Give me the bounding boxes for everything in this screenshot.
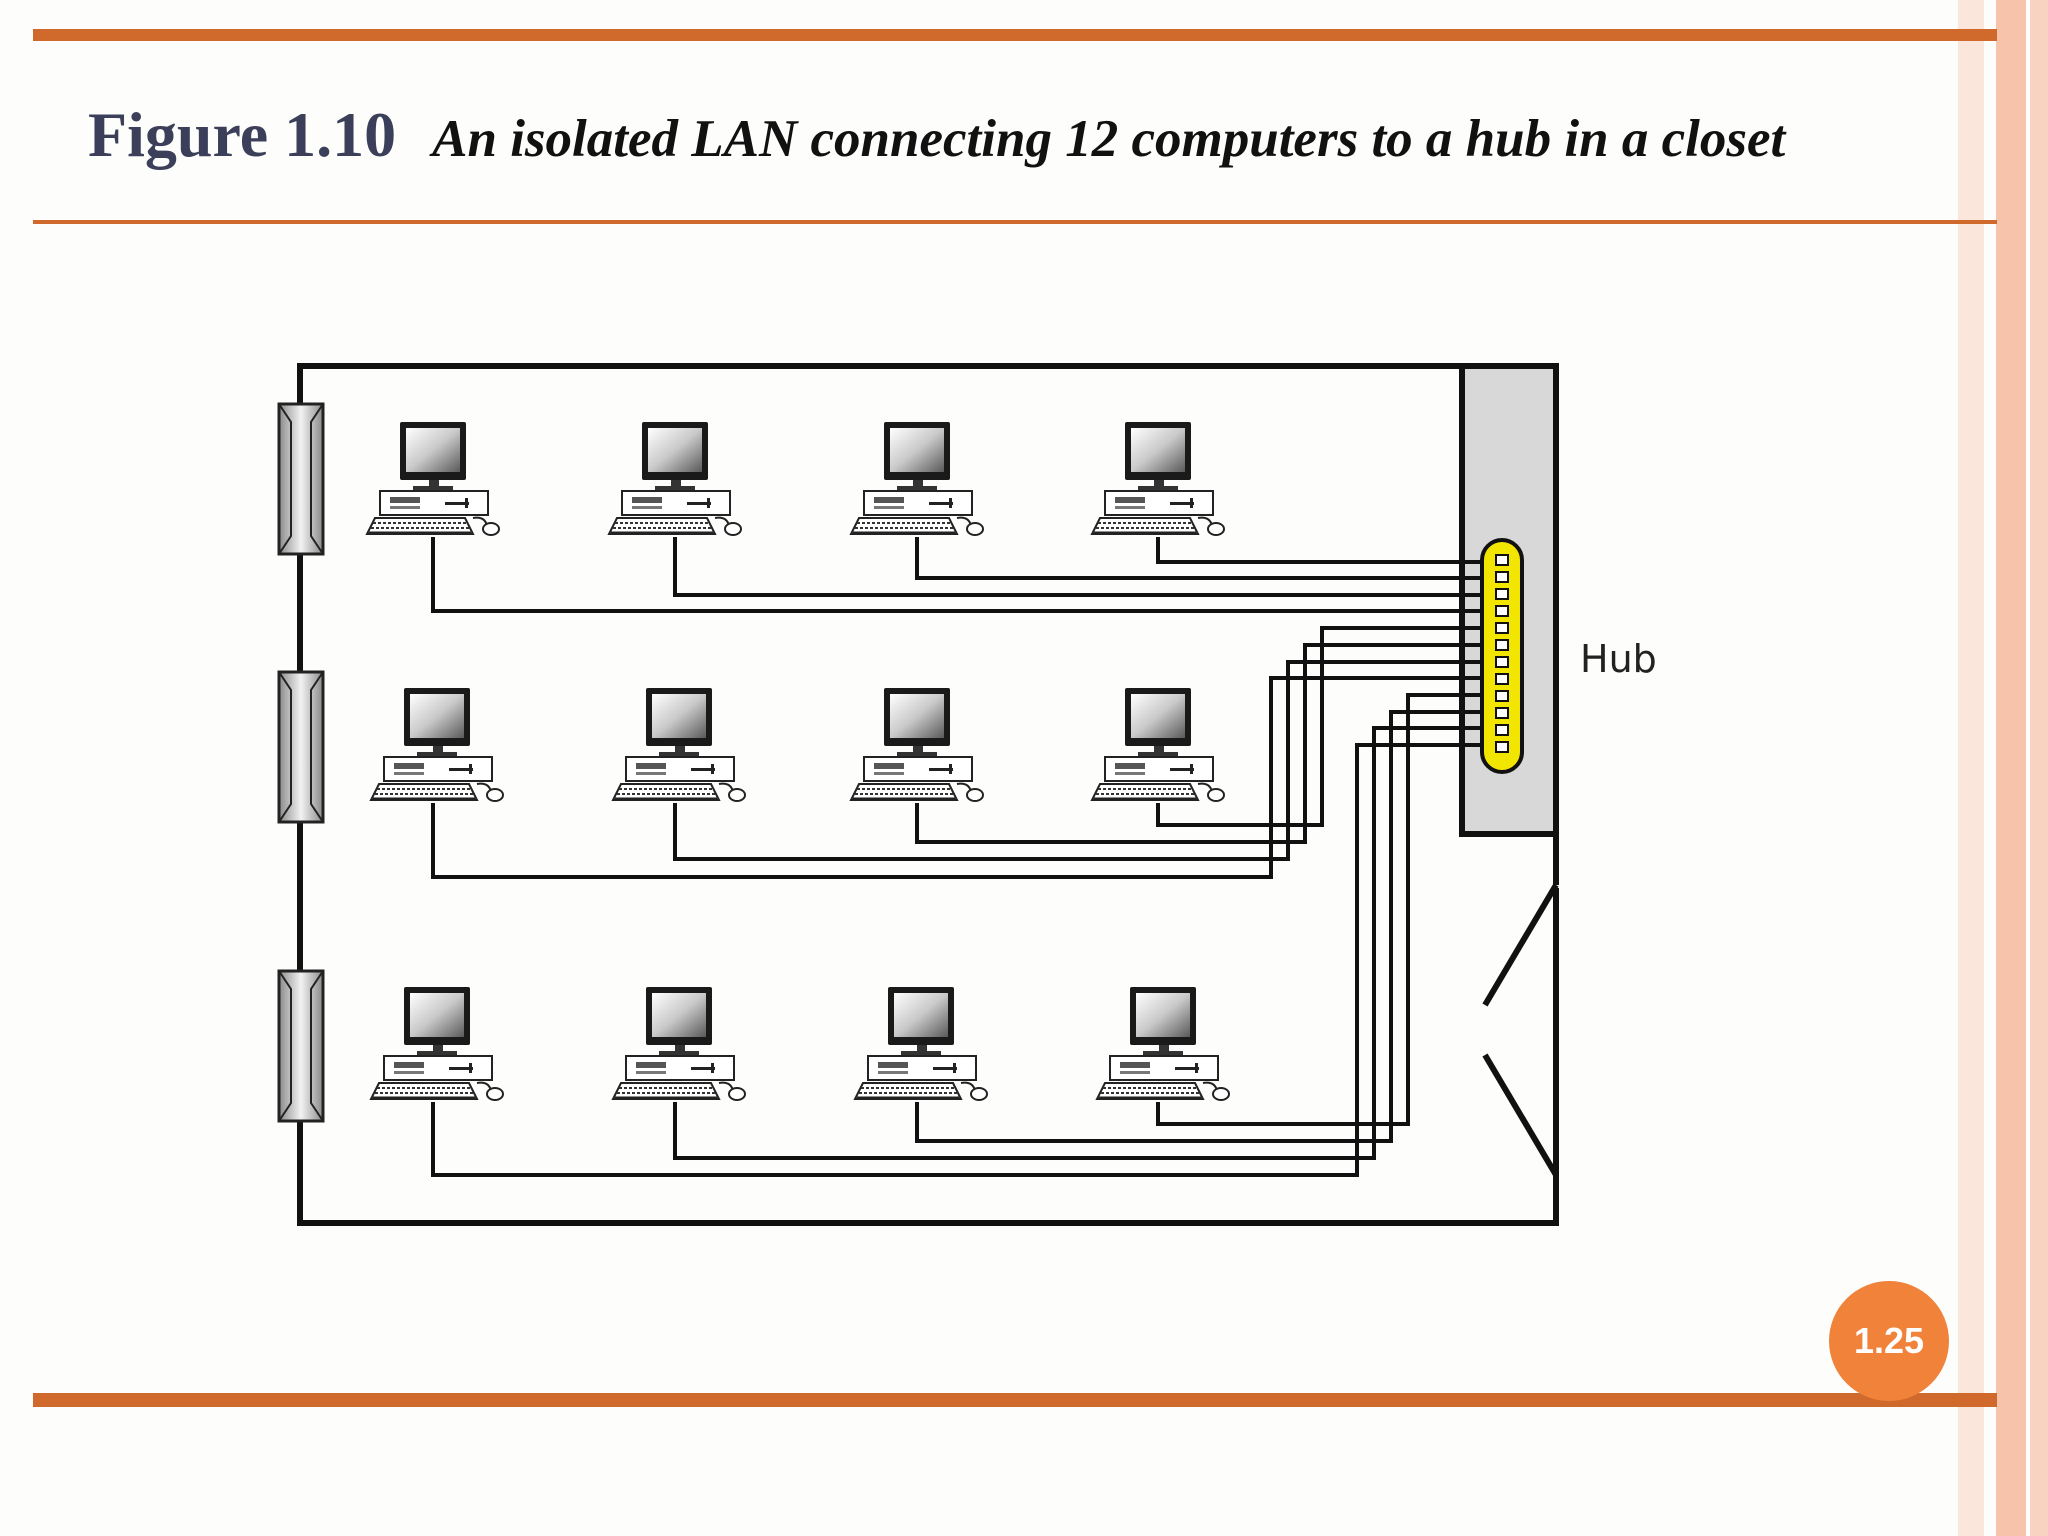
left-wall-door-2	[277, 670, 325, 824]
figure-caption: An isolated LAN connecting 12 computers …	[432, 110, 1786, 168]
door-leaf-upper	[1482, 883, 1559, 1007]
computer-12	[1095, 985, 1231, 1102]
figure-label: Figure 1.10	[88, 99, 397, 170]
computer-5	[369, 686, 505, 803]
computer-4	[1090, 420, 1226, 537]
computer-9	[369, 985, 505, 1102]
hub	[1480, 538, 1524, 774]
right-frame-stripe-dark	[1996, 0, 2026, 1536]
top-rule	[33, 29, 1997, 41]
computer-6	[611, 686, 747, 803]
computer-1	[365, 420, 501, 537]
computer-8	[1090, 686, 1226, 803]
door-leaf-lower	[1482, 1053, 1559, 1177]
left-wall-door-3	[277, 969, 325, 1123]
page-number: 1.25	[1853, 1320, 1925, 1361]
bottom-rule	[33, 1393, 1997, 1407]
left-wall-door-1	[277, 402, 325, 556]
network-cables	[431, 537, 1500, 1177]
computer-10	[611, 985, 747, 1102]
computer-11	[853, 985, 989, 1102]
page-number-badge: 1.25	[1829, 1281, 1949, 1401]
title-underline-rule	[33, 220, 1997, 224]
slide-title: Figure 1.10 An isolated LAN connecting 1…	[88, 98, 1968, 188]
computer-2	[607, 420, 743, 537]
hub-label: Hub	[1580, 637, 1657, 681]
right-frame-stripe-edge	[2030, 0, 2048, 1536]
right-frame-stripe-light	[1958, 0, 1984, 1536]
computer-7	[849, 686, 985, 803]
computer-3	[849, 420, 985, 537]
